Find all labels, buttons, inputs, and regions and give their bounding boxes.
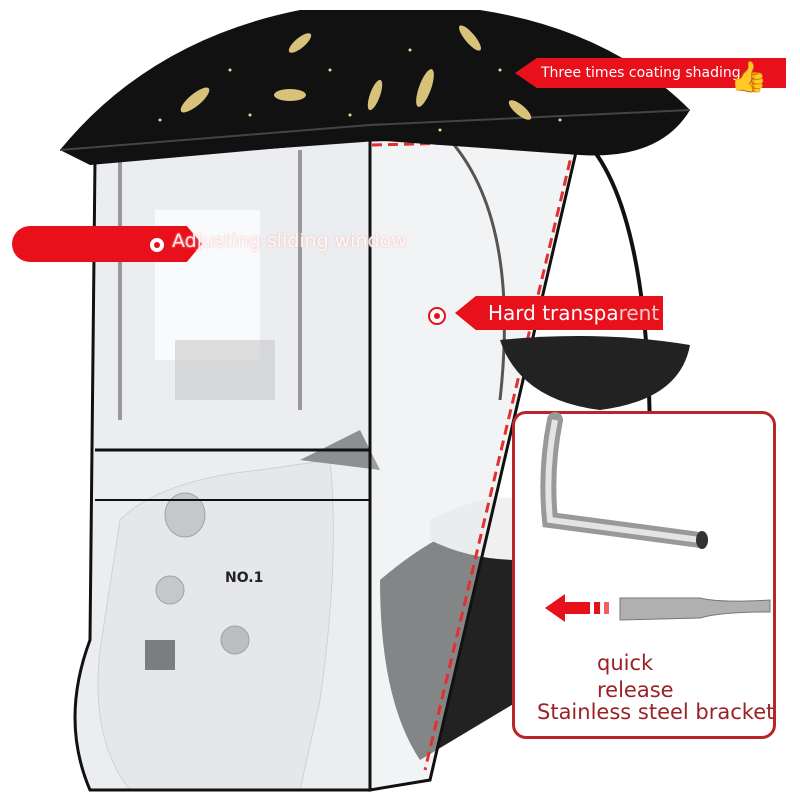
target-marker-icon [428,307,446,325]
canopy [59,10,691,165]
thumbs-up-icon: 👍 [730,60,768,95]
callout-plate-text-faded: rent plate [618,301,717,325]
quick-release-label: quick release [597,651,674,702]
callout-canopy-text: Three times coating shading [541,65,741,81]
bracket-label: Stainless steel bracket [537,700,775,724]
callout-plate-text: Hard transpa [488,301,619,325]
transparent-cover [73,133,690,792]
callout-window-text: Adjusting sliding window [172,230,407,252]
callout-window [12,226,202,262]
target-marker-icon [148,236,166,254]
callout-canopy: Three times coating shading [515,58,786,88]
